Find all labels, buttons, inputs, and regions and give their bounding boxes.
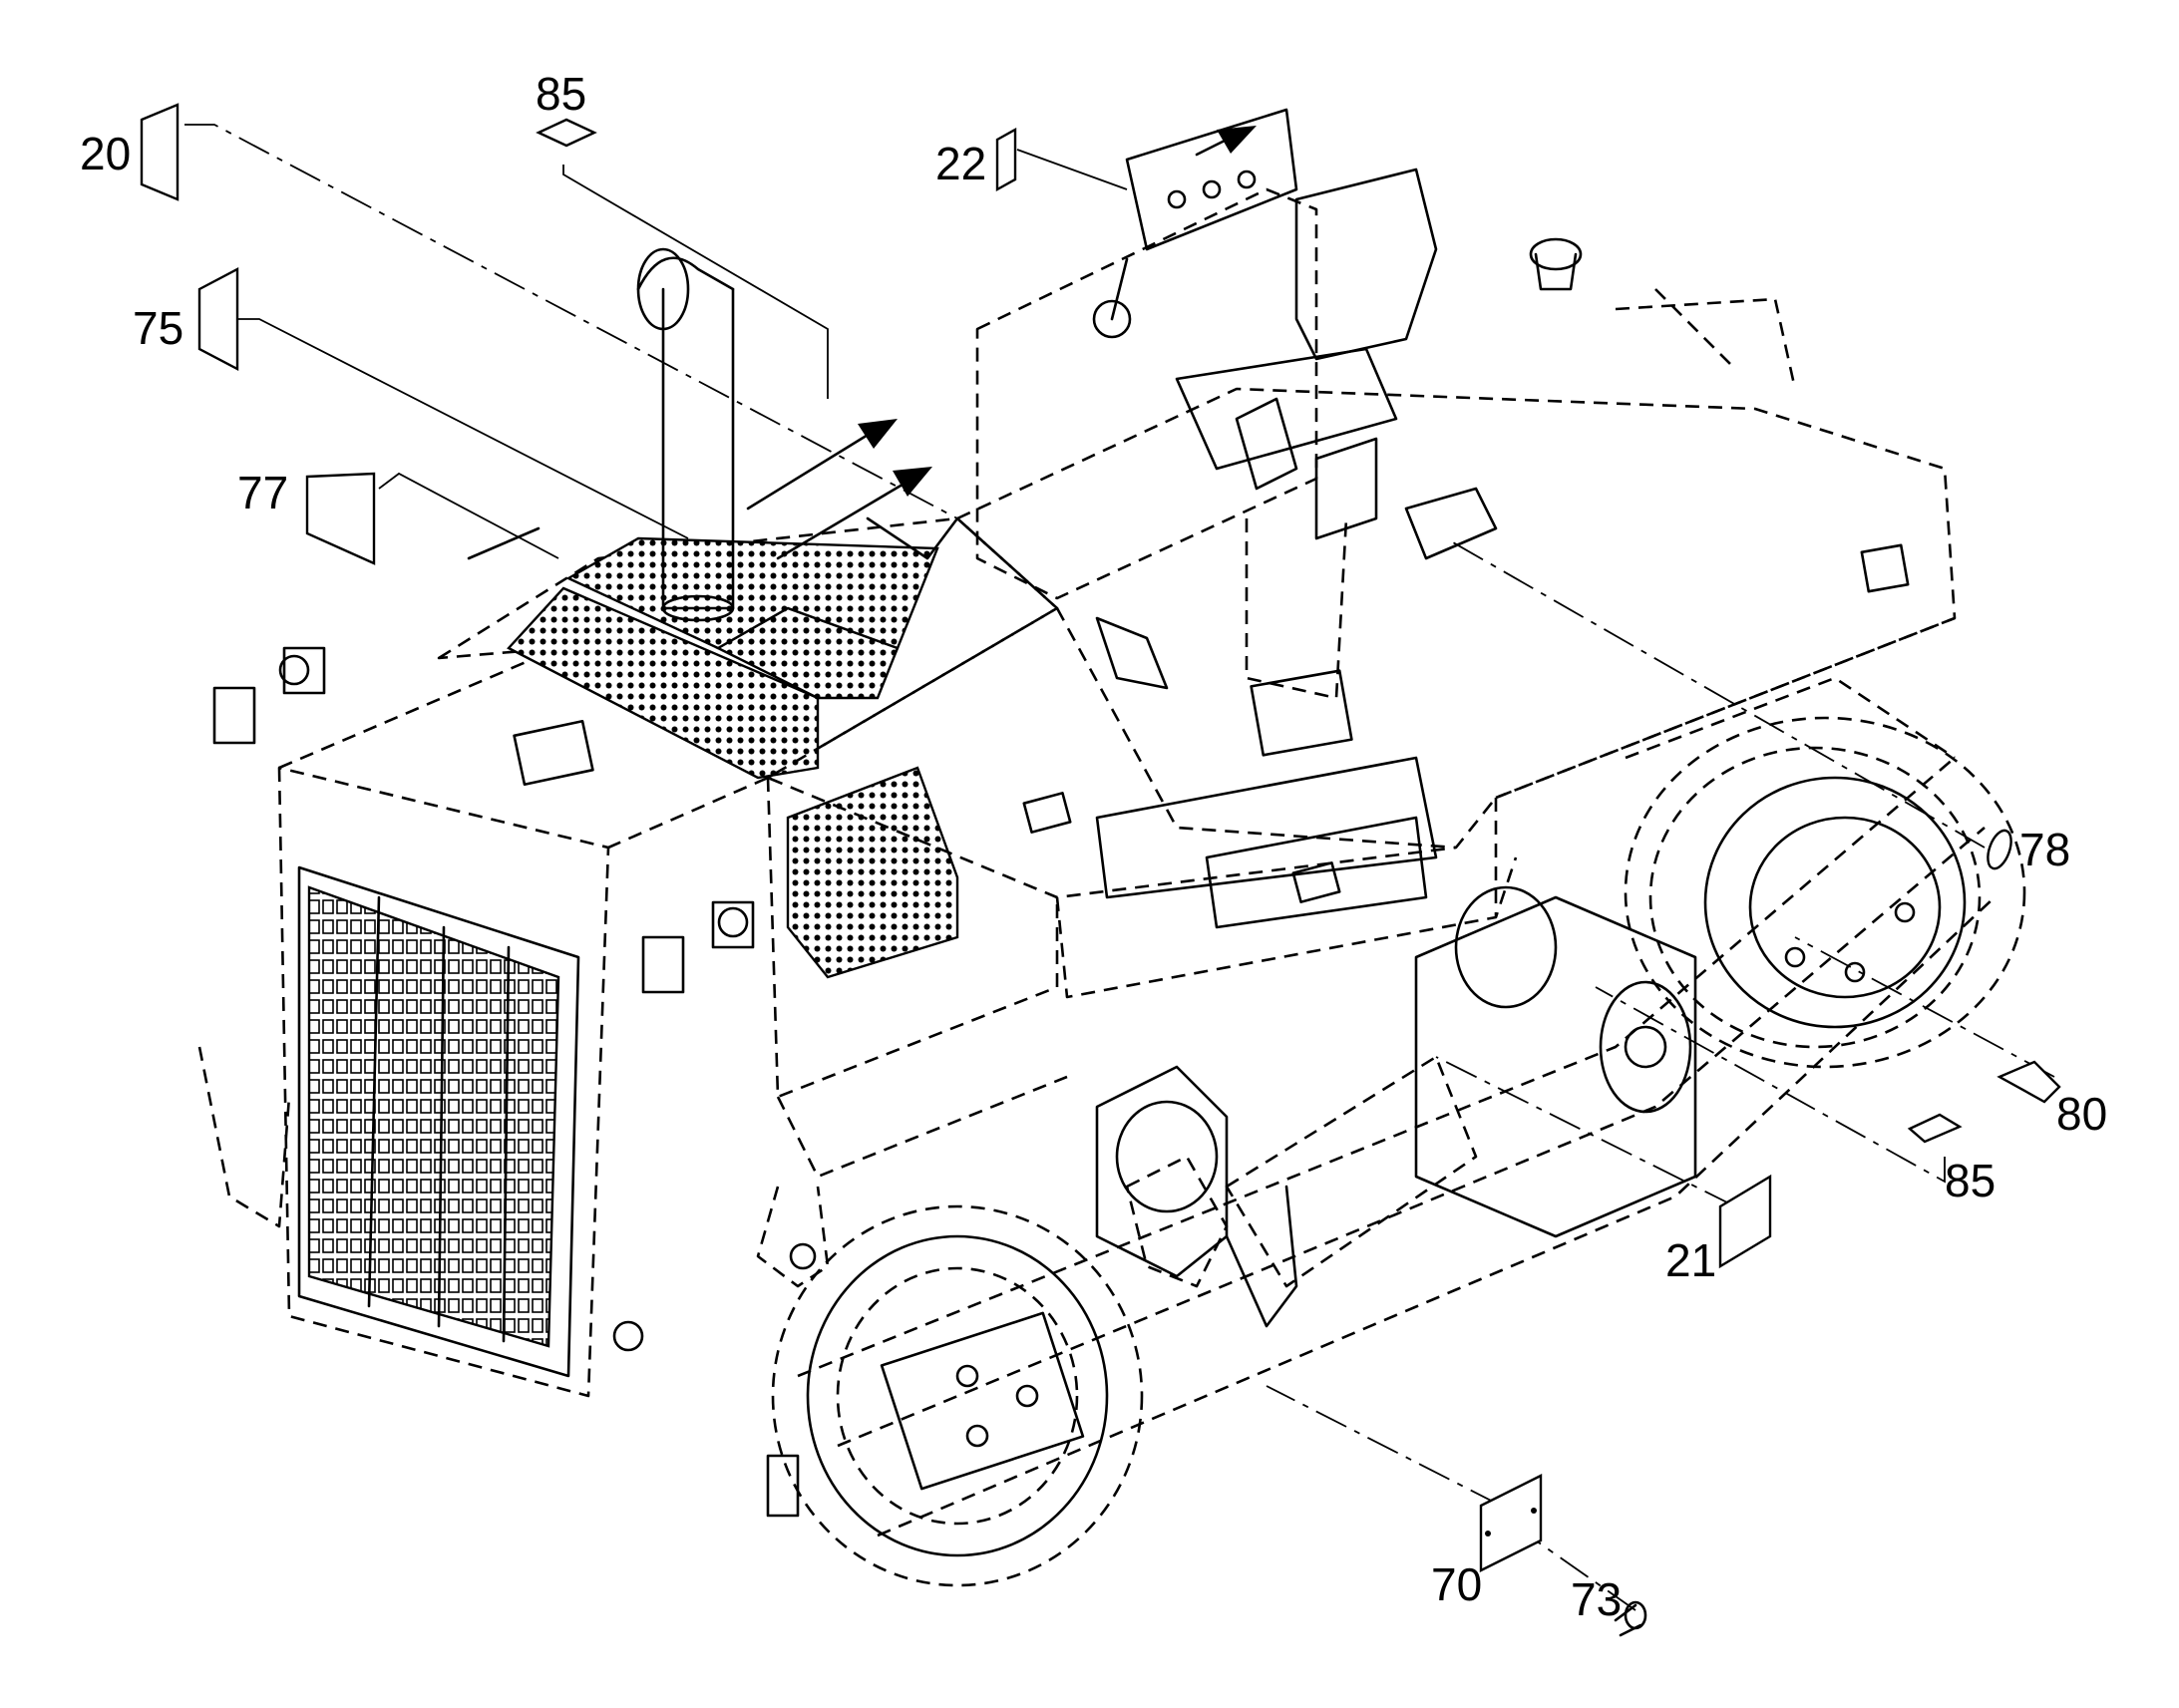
callout-70: 70 [1431,1558,1482,1610]
main-body [766,387,1957,1179]
decal-78 [1987,829,2012,870]
handrails [467,237,1797,560]
decal-20 [140,103,180,201]
decal-70 [1479,1474,1543,1572]
decal-21 [1718,1174,1772,1269]
dozer-machine [197,108,2026,1587]
callout-85-top: 85 [536,68,586,120]
decal-22 [995,127,1017,192]
callout-73: 73 [1571,1573,1622,1625]
leader-lines [184,124,2055,1611]
final-drive-axle [1095,885,1697,1328]
operator-station [975,108,1498,757]
decal-75 [197,267,239,371]
rivet-73 [1614,1600,1647,1637]
decal-85-bottom [1907,1113,1963,1144]
callout-labels: 20 85 22 75 77 78 80 85 21 70 73 [80,68,2107,1625]
callout-78: 78 [2019,824,2070,875]
callout-22: 22 [935,138,986,189]
decal-70-hole [1485,1531,1491,1537]
radiator-housing [197,646,770,1398]
direction-arrows [746,126,1257,560]
decals [140,103,2061,1637]
engine-hood [437,516,1059,979]
push-arm [756,1155,1229,1288]
callout-20: 20 [80,128,131,179]
decal-85-top [536,118,597,148]
track-chain [797,676,1996,1537]
callout-75: 75 [133,302,183,354]
callout-85-bottom: 85 [1945,1155,1996,1206]
drive-sprocket [1624,716,2026,1069]
callout-80: 80 [2056,1088,2107,1140]
callout-77: 77 [237,467,288,518]
callout-21: 21 [1665,1234,1716,1286]
decal-80 [1997,1060,2061,1104]
decal-77 [305,472,376,565]
exhaust-stack [636,247,735,622]
front-idler-wheel [766,1204,1144,1587]
decal-70-hole-2 [1531,1508,1537,1514]
front-lights [212,646,755,994]
